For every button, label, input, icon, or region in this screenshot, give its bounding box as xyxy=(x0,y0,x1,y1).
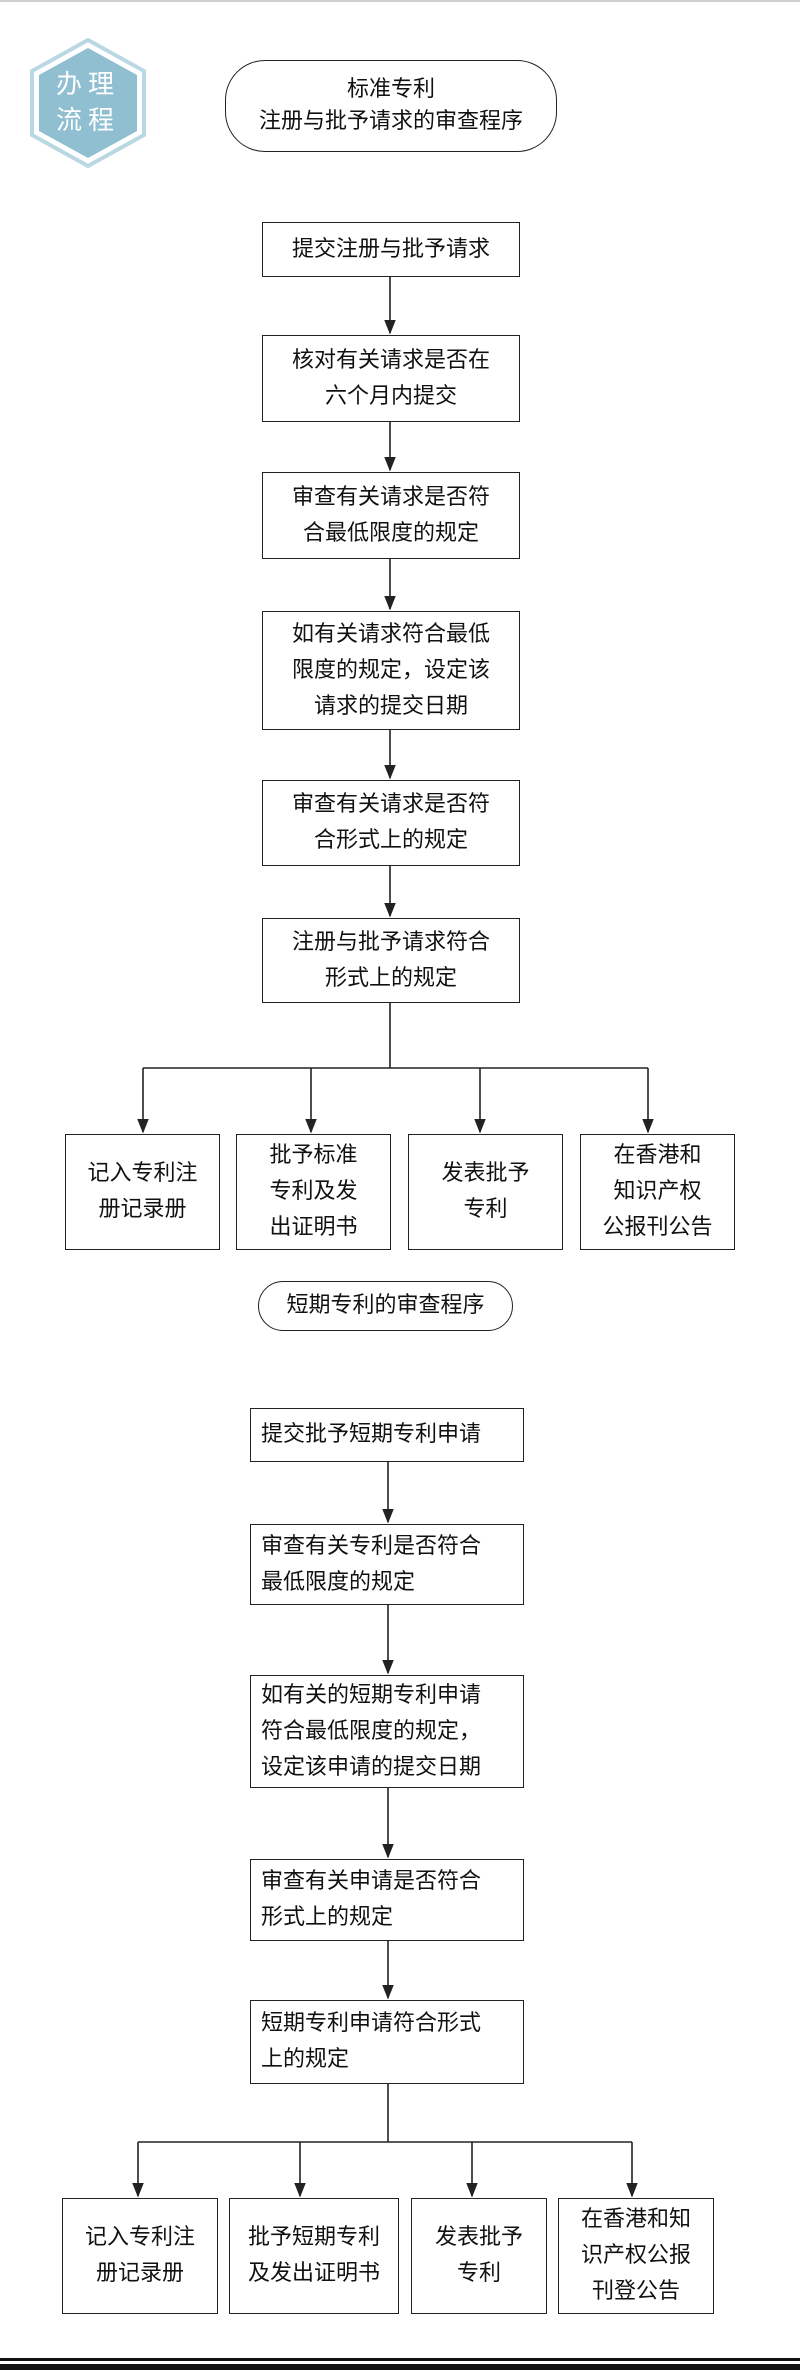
badge-line-1: 办理 xyxy=(55,70,120,100)
s2-step-2: 审查有关专利是否符合 最低限度的规定 xyxy=(250,1524,524,1605)
badge-label: 办理 流程 xyxy=(28,38,148,168)
s2-outcome-gazette: 在香港和知 识产权公报 刊登公告 xyxy=(558,2198,714,2314)
bottom-rule-thin xyxy=(0,2358,800,2361)
s1-step-3: 审查有关请求是否符 合最低限度的规定 xyxy=(262,472,520,559)
s1-step-1: 提交注册与批予请求 xyxy=(262,222,520,277)
s1-outcome-register: 记入专利注 册记录册 xyxy=(65,1134,220,1250)
s1-outcome-grant: 批予标准 专利及发 出证明书 xyxy=(236,1134,391,1250)
top-divider xyxy=(0,0,800,2)
s1-outcome-gazette: 在香港和 知识产权 公报刊公告 xyxy=(580,1134,735,1250)
s2-outcome-grant: 批予短期专利 及发出证明书 xyxy=(229,2198,399,2314)
hexagon-badge-icon xyxy=(30,38,146,168)
section2-title-text: 短期专利的审查程序 xyxy=(286,1293,485,1318)
section1-title-line2: 注册与批予请求的审查程序 xyxy=(258,109,523,134)
section1-title-line1: 标准专利 xyxy=(346,77,435,102)
s2-outcome-publish: 发表批予 专利 xyxy=(411,2198,547,2314)
s2-step-5: 短期专利申请符合形式 上的规定 xyxy=(250,2000,524,2084)
s1-step-2: 核对有关请求是否在 六个月内提交 xyxy=(262,335,520,422)
section2-title: 短期专利的审查程序 xyxy=(258,1281,513,1331)
badge-line-2: 流程 xyxy=(55,106,120,136)
section1-title: 标准专利 注册与批予请求的审查程序 xyxy=(225,60,557,152)
s2-step-1: 提交批予短期专利申请 xyxy=(250,1408,524,1462)
s2-step-3: 如有关的短期专利申请 符合最低限度的规定， 设定该申请的提交日期 xyxy=(250,1675,524,1788)
s1-step-5: 审查有关请求是否符 合形式上的规定 xyxy=(262,780,520,866)
s1-step-4: 如有关请求符合最低 限度的规定，设定该 请求的提交日期 xyxy=(262,611,520,730)
s1-step-6: 注册与批予请求符合 形式上的规定 xyxy=(262,918,520,1003)
s2-step-4: 审查有关申请是否符合 形式上的规定 xyxy=(250,1859,524,1941)
bottom-rule-thick xyxy=(0,2364,800,2370)
s1-outcome-publish: 发表批予 专利 xyxy=(408,1134,563,1250)
s2-outcome-register: 记入专利注 册记录册 xyxy=(62,2198,218,2314)
